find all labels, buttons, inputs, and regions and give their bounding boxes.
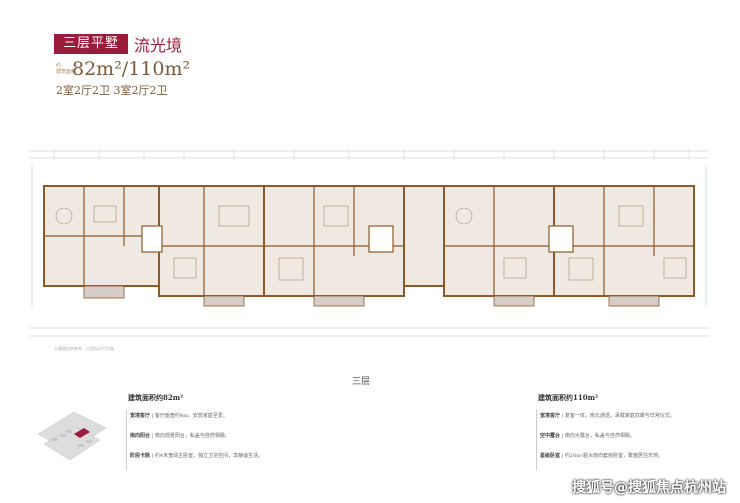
watermark: 搜狐号@搜狐焦点杭州站	[572, 480, 726, 496]
left-row-2: 南向阳台 | 南向观景阳台，私盖与自然相融。	[130, 433, 230, 439]
layout-types: 2室2厅2卫 3室2厅2卫	[56, 84, 168, 97]
left-area-heading: 建筑面积约82m²	[128, 393, 184, 402]
floor-plan	[29, 149, 709, 337]
left-divider	[126, 410, 127, 470]
right-row-1: 宽境客厅 | 复客一体，南北通透，承载家庭欢聚与日常仪式。	[540, 413, 675, 419]
brand-name: 流光境	[134, 36, 183, 55]
plan-footnote: 示意图仅供参考，以实际交付为准	[54, 346, 114, 351]
aerial-site-image	[34, 404, 110, 470]
floor-badge: 三层平墅	[54, 34, 128, 54]
right-divider	[536, 410, 537, 470]
area-value: 82m²/110m²	[72, 58, 191, 80]
area-label: 约 建筑面积	[56, 63, 77, 75]
right-row-3: 星级卧室 | 约20m²超大南向套房卧室，繁盛居住天地。	[540, 453, 664, 459]
left-row-3: 阶层卡脉 | 约4米宽阔主卧室，独立卫浴空间，享静谧生活。	[130, 453, 264, 459]
right-row-2: 空中露台 | 南向大露台，私盖与自然相融。	[540, 433, 635, 439]
floor-label: 三层	[352, 377, 371, 387]
left-row-1: 宽境客厅 | 客厅面宽约4m，安放家庭至爱。	[130, 413, 228, 419]
right-area-heading: 建筑面积约110m²	[538, 393, 599, 402]
